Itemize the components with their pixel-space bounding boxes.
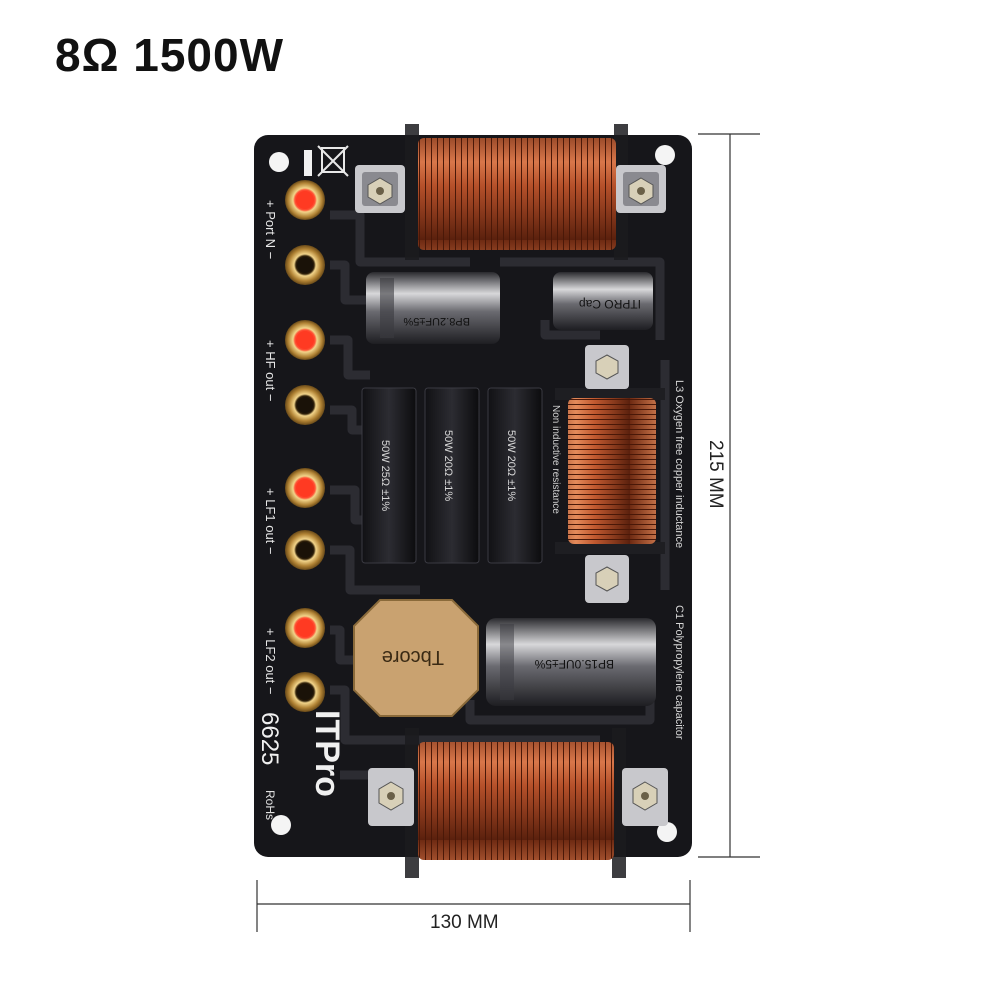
dimension-lines: [256, 133, 760, 932]
terminal-port-positive[interactable]: [285, 180, 325, 220]
resistor-note: Non inductive resistance: [550, 405, 561, 514]
resistor-1: 50W 25Ω ±1%: [361, 387, 417, 564]
mounting-holes: [269, 145, 677, 842]
terminal-lf2-positive[interactable]: [285, 608, 325, 648]
rohs-mark: RoHs: [263, 790, 277, 820]
polarity-mark: [304, 150, 312, 176]
capacitor-top-left-label: BP8.2UF±5%: [403, 315, 470, 327]
brand-logo-text: ITPro: [308, 710, 346, 797]
ferrite-core-module: Tbcore: [353, 599, 479, 717]
page-title: 8Ω 1500W: [55, 29, 284, 81]
terminal-lf1-negative[interactable]: [285, 530, 325, 570]
height-dimension-label: 215 MM: [705, 440, 726, 509]
resistor-group: 50W 25Ω ±1% 50W 20Ω ±1% 50W 20Ω ±1%: [361, 387, 543, 564]
terminal-column: [285, 180, 325, 712]
resistor-2: 50W 20Ω ±1%: [424, 387, 480, 564]
width-dimension-label: 130 MM: [430, 912, 499, 933]
terminal-label-lf1: + LF1 out −: [263, 488, 278, 555]
capacitor-bottom-label: BP15.0UF±5%: [534, 657, 614, 671]
terminal-lf1-positive[interactable]: [285, 468, 325, 508]
capacitor-top-right-label: ITPRO Cap: [579, 297, 641, 311]
resistor-2-label: 50W 20Ω ±1%: [442, 430, 454, 501]
terminal-label-lf2: + LF2 out −: [263, 628, 278, 695]
capacitor-top-right: ITPRO Cap: [553, 272, 653, 330]
terminal-hf-positive[interactable]: [285, 320, 325, 360]
core-label: Tbcore: [382, 646, 444, 668]
terminal-label-port: + Port N −: [263, 200, 278, 259]
terminal-label-hf: + HF out −: [263, 340, 278, 401]
top-inductor: [355, 124, 666, 260]
resistor-1-label: 50W 25Ω ±1%: [379, 440, 391, 511]
resistor-3: 50W 20Ω ±1%: [487, 387, 543, 564]
middle-inductor: [555, 345, 665, 603]
capacitor-top-left: BP8.2UF±5%: [366, 272, 500, 344]
terminal-lf2-negative[interactable]: [285, 672, 325, 712]
resistor-3-label: 50W 20Ω ±1%: [505, 430, 517, 501]
weee-bin-icon: [317, 145, 349, 177]
model-number: 6625: [256, 712, 283, 765]
capacitor-bottom: BP15.0UF±5%: [486, 618, 656, 706]
capacitor-c1-label: C1 Polypropylene capacitor: [673, 605, 685, 740]
terminal-hf-negative[interactable]: [285, 385, 325, 425]
bottom-inductor: [368, 728, 668, 878]
inductor-l3-label: L3 Oxygen free copper inductance: [673, 380, 685, 548]
terminal-port-negative[interactable]: [285, 245, 325, 285]
